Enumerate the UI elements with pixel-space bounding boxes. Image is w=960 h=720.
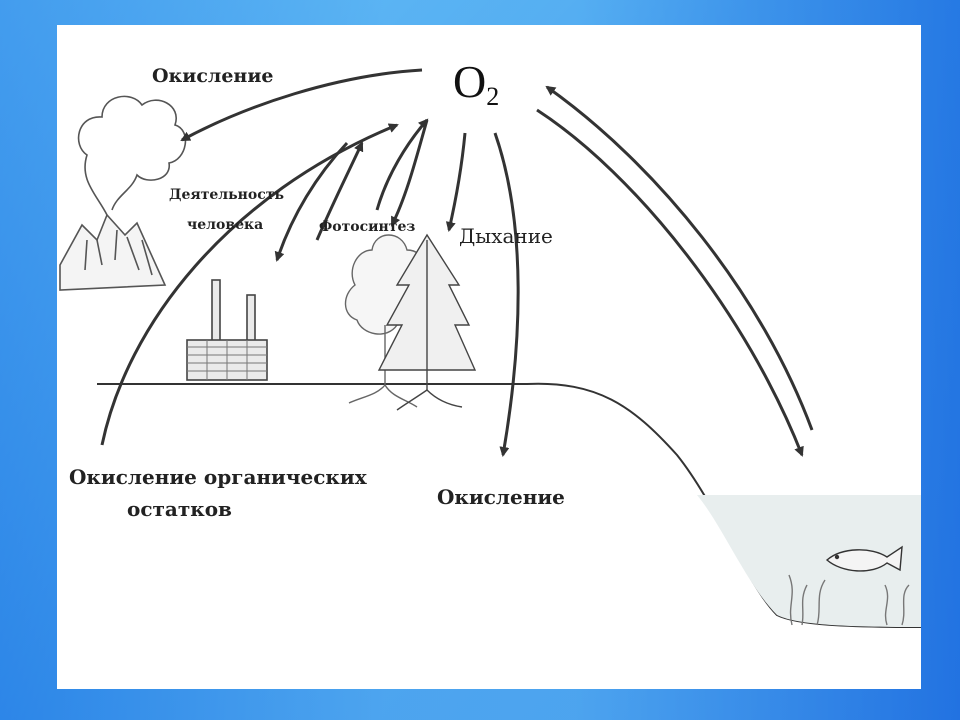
seaweed-icon [788, 574, 910, 626]
arrow-to-water [536, 108, 804, 457]
diagram-panel: O2 Окисление Деятельность человека Фотос… [57, 25, 921, 689]
arrow-from-factory [315, 141, 364, 241]
arrows [100, 68, 814, 457]
label-photosynthesis: Фотосинтез [319, 219, 416, 235]
arrow-oxidation-ground [493, 132, 520, 457]
label-human-activity-1: Деятельность [169, 187, 284, 203]
arrow-to-volcano [180, 68, 423, 142]
label-oxidation-organic-2: остатков [127, 497, 232, 521]
arrow-to-tree [390, 119, 429, 227]
arrow-from-water [545, 85, 814, 431]
volcano-icon [59, 95, 187, 291]
label-respiration: Дыхание [459, 224, 553, 248]
arrow-to-factory [274, 141, 349, 262]
water-area [697, 495, 921, 627]
conifer-tree-icon [377, 233, 477, 411]
fish-icon [825, 545, 903, 572]
arrow-photosynthesis [375, 118, 429, 211]
label-oxidation-organic-1: Окисление органических [69, 465, 367, 489]
oxygen-cycle-diagram [59, 68, 921, 628]
label-oxidation-bottom: Окисление [437, 485, 565, 509]
arrow-respiration [445, 132, 467, 232]
oxygen-label: O2 [453, 56, 500, 111]
label-oxidation-top: Окисление [152, 65, 274, 87]
factory-icon [186, 279, 268, 381]
label-human-activity-2: человека [187, 217, 264, 233]
arrow-organic-oxidation [100, 123, 399, 446]
